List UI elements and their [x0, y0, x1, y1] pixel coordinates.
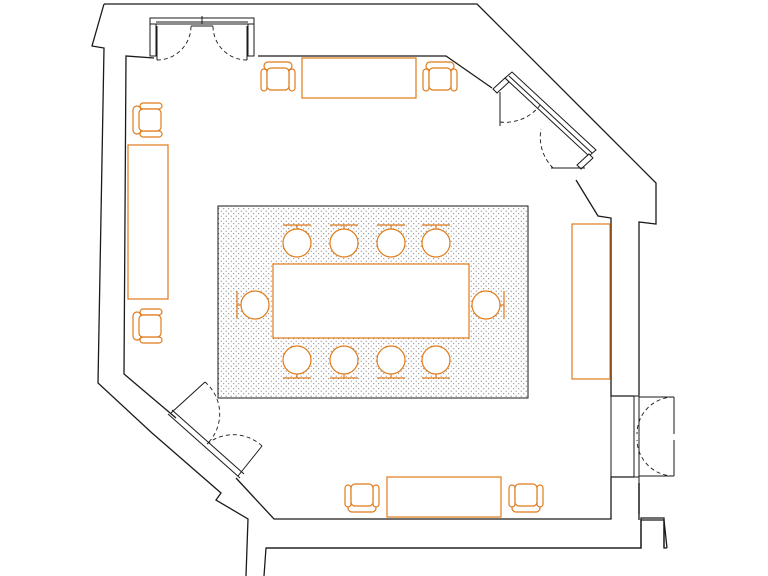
armchair-left-lower [132, 308, 163, 344]
conference-chair-end-left [236, 290, 270, 320]
conference-chair-top [421, 224, 451, 258]
lounge-group-top [260, 57, 458, 99]
sofa-table-left [127, 144, 169, 300]
lounge-group-bottom [344, 476, 544, 518]
coffee-table-bottom [386, 476, 502, 518]
conference-chair-top [376, 224, 406, 258]
outer-wall-bottom-right [266, 519, 665, 549]
outer-wall [91, 3, 668, 576]
right-double-door [636, 396, 675, 477]
armchair-bottom-right [508, 483, 544, 513]
lounge-group-left [127, 102, 169, 344]
conference-chair-bottom [329, 345, 359, 379]
side-table-right [571, 223, 611, 380]
coffee-table-top [301, 57, 417, 99]
top-window [149, 16, 255, 57]
walls [91, 3, 668, 576]
right-door-jambs [610, 395, 640, 483]
armchair-top-right [422, 61, 458, 92]
conference-chair-top [329, 224, 359, 258]
conference-chair-bottom [282, 345, 312, 379]
armchair-left-upper [132, 102, 163, 138]
conference-chair-bottom [376, 345, 406, 379]
upper-right-door [499, 92, 585, 169]
conference-chair-end-right [471, 290, 505, 320]
conference-chair-top [282, 224, 312, 258]
conference-table-group [236, 224, 505, 379]
conference-chair-bottom [421, 345, 451, 379]
inner-wall [123, 55, 634, 520]
lower-left-door [167, 381, 263, 479]
top-double-door [156, 25, 248, 61]
conference-table [272, 263, 470, 339]
armchair-top-left [260, 61, 296, 92]
upper-right-window [492, 71, 597, 170]
armchair-bottom-left [344, 483, 380, 513]
